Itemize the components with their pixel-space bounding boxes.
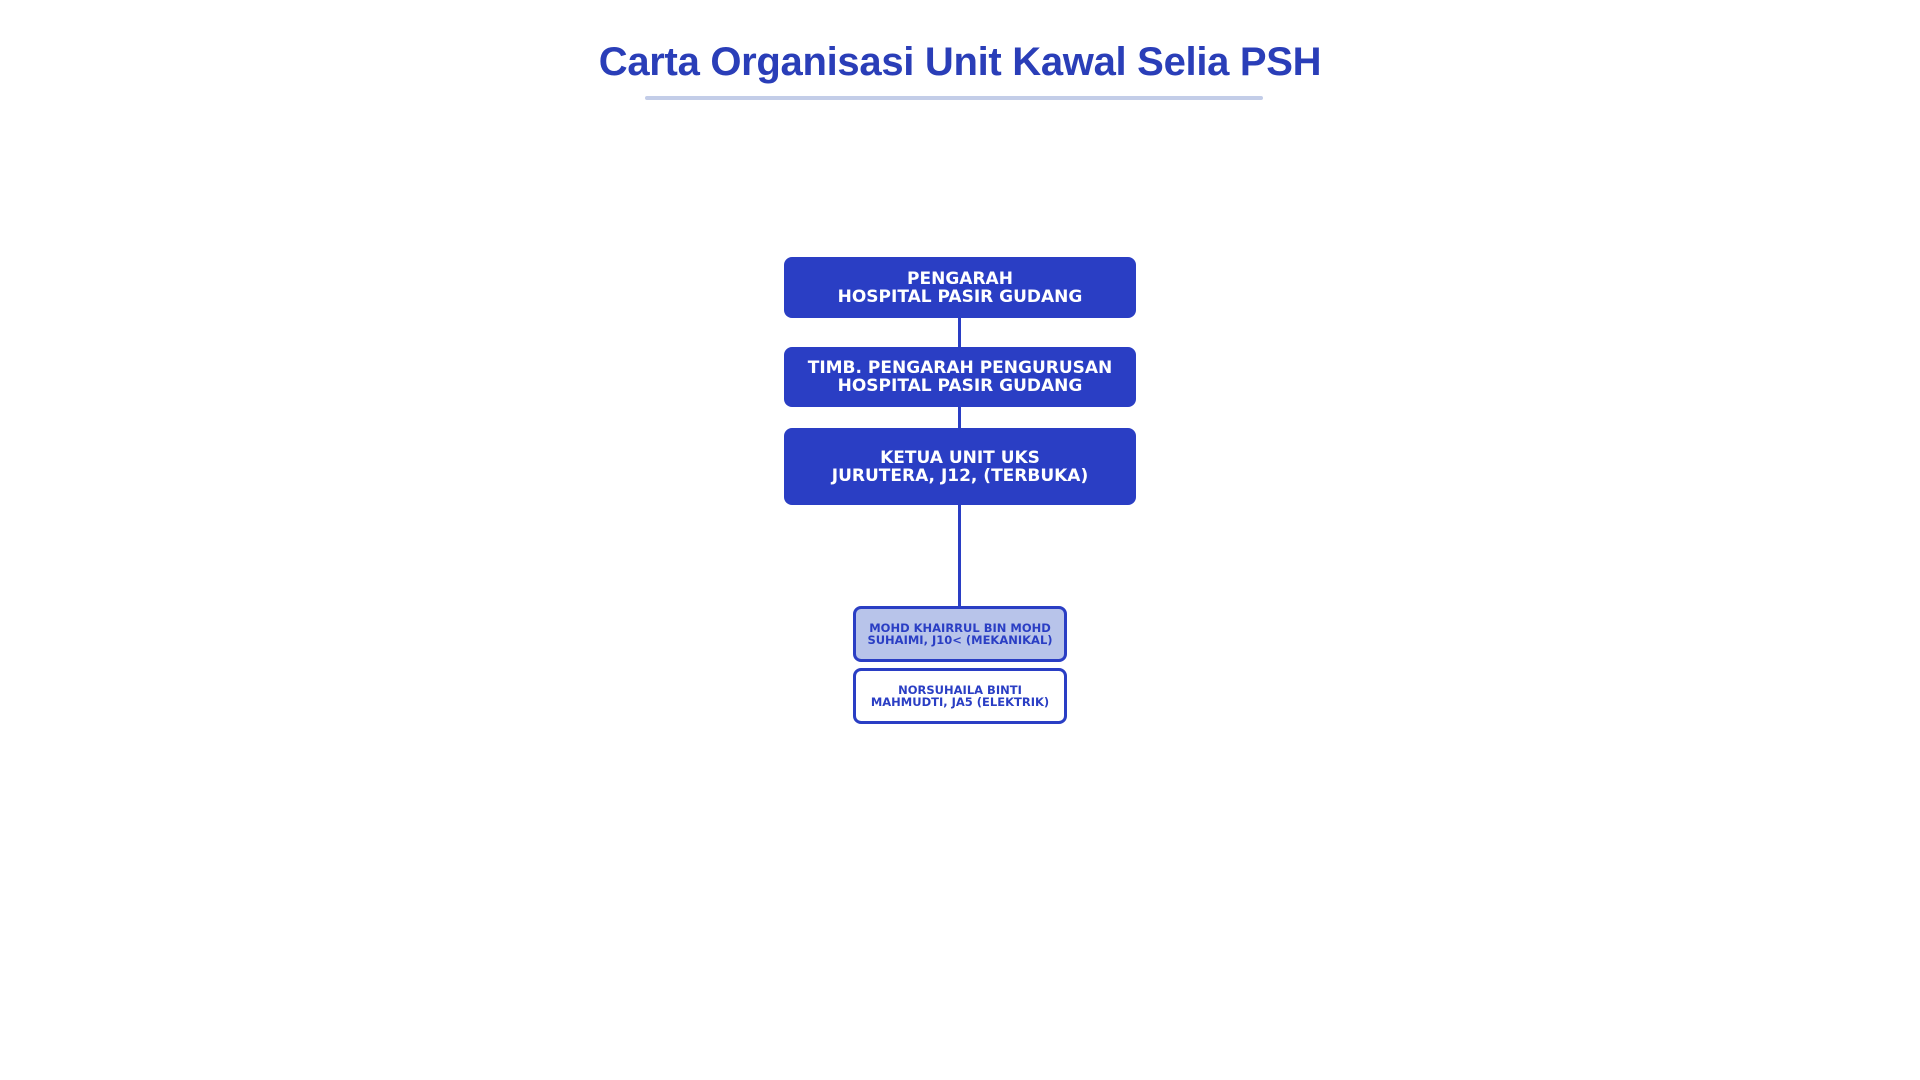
node-line: TIMB. PENGARAH PENGURUSAN [807, 358, 1113, 378]
node-line: KETUA UNIT UKS [880, 447, 1040, 468]
node-line: HOSPITAL PASIR GUDANG [837, 376, 1083, 396]
title-underline [645, 96, 1263, 100]
chart-title: Carta Organisasi Unit Kawal Selia PSH [598, 40, 1322, 84]
node-pengarah: PENGARAH HOSPITAL PASIR GUDANG [784, 257, 1136, 318]
node-line: PENGARAH [907, 268, 1013, 289]
node-line: NORSUHAILA BINTI [898, 683, 1022, 697]
connector-line [958, 503, 961, 609]
node-timb-pengarah: TIMB. PENGARAH PENGURUSAN HOSPITAL PASIR… [784, 347, 1136, 407]
node-line: SUHAIMI, J10< (MEKANIKAL) [867, 633, 1053, 647]
node-staff-mekanikal: MOHD KHAIRRUL BIN MOHD SUHAIMI, J10< (ME… [853, 606, 1067, 662]
node-line: JURUTERA, J12, (TERBUKA) [831, 465, 1089, 486]
node-staff-elektrik: NORSUHAILA BINTI MAHMUDTI, JA5 (ELEKTRIK… [853, 668, 1067, 724]
node-line: MOHD KHAIRRUL BIN MOHD [869, 621, 1051, 635]
connector-line [958, 405, 961, 430]
connector-line [958, 316, 961, 348]
node-line: HOSPITAL PASIR GUDANG [837, 286, 1083, 307]
node-line: MAHMUDTI, JA5 (ELEKTRIK) [870, 695, 1050, 709]
node-ketua-unit: KETUA UNIT UKS JURUTERA, J12, (TERBUKA) [784, 428, 1136, 505]
